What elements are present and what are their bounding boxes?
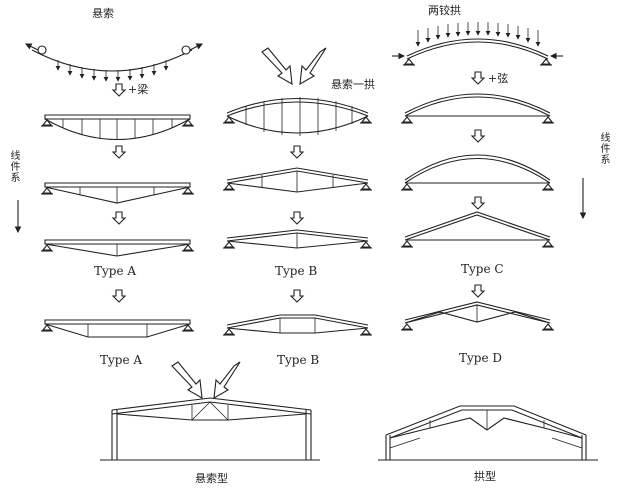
label-type-c: Type C <box>461 262 504 276</box>
cable-arch-truss-3 <box>222 229 373 249</box>
converging-arrows-bottom <box>171 361 241 400</box>
tied-arch-2 <box>400 154 555 191</box>
type-d-truss <box>400 301 555 331</box>
label-linear-right: 线件系 <box>598 132 609 165</box>
label-plus-beam: +梁 <box>128 83 149 96</box>
beam-cable-truss-2 <box>40 182 195 204</box>
type-b-truss <box>222 314 373 336</box>
label-two-hinged-arch: 两铰拱 <box>428 4 461 17</box>
label-plus-chord: +弦 <box>488 72 509 85</box>
label-cable-type: 悬索型 <box>195 472 228 485</box>
label-type-a-1: Type A <box>94 264 137 278</box>
label-type-a-2: Type A <box>100 353 143 367</box>
arch-type-frame <box>378 405 598 461</box>
label-type-b-2: Type B <box>277 353 320 367</box>
converging-arrows-top <box>261 47 327 86</box>
suspension-cable-loaded <box>25 43 203 82</box>
label-arch-type: 拱型 <box>474 470 496 483</box>
tied-arch-1 <box>400 93 555 124</box>
label-type-d: Type D <box>459 351 503 365</box>
label-linear-left: 线件系 <box>8 150 19 183</box>
label-type-b-1: Type B <box>275 264 318 278</box>
cable-type-frame <box>100 397 320 461</box>
beam-cable-truss-3 <box>40 239 195 257</box>
label-cable-arch: 悬索一拱 <box>331 78 375 91</box>
cable-arch-truss-2 <box>222 167 373 193</box>
label-suspension-cable: 悬索 <box>92 7 114 20</box>
tied-arch-3 <box>400 211 555 248</box>
two-hinged-arch-loaded <box>392 22 563 66</box>
cable-arch-truss-1 <box>222 97 373 136</box>
beam-cable-truss-1 <box>40 114 195 140</box>
type-a-truss <box>40 319 195 338</box>
